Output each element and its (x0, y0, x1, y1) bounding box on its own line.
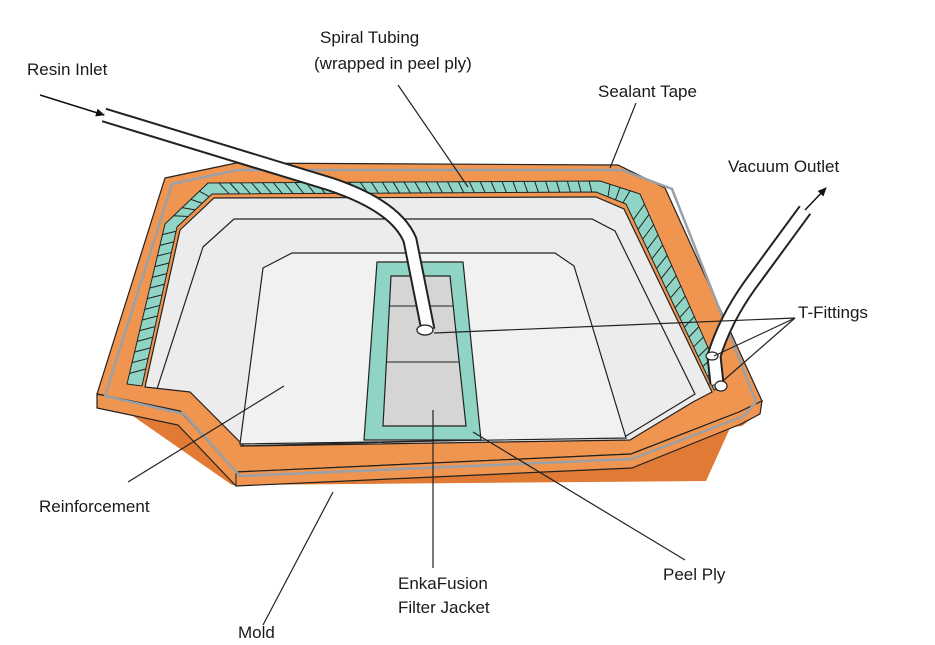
spiral-hatch-line (693, 336, 704, 348)
resin-tube-fill (102, 109, 434, 332)
spiral-hatch-line (381, 181, 390, 194)
spiral-hatch-line (251, 182, 262, 195)
spiral-hatch-line (425, 181, 433, 194)
spiral-hatch-line (154, 262, 170, 268)
spiral-hatch-line (615, 187, 621, 200)
vacuum-bag-edge (103, 168, 758, 478)
spiral-hatch-line (436, 181, 443, 194)
label-enkafusion-1: EnkaFusion (398, 574, 488, 593)
spiral-hatch-line (674, 295, 686, 309)
spiral-hatch-line (190, 198, 203, 204)
vacuum-outlet-tube (705, 205, 812, 392)
vacuum-t-fitting-2 (714, 380, 728, 392)
spiral-hatch-line (468, 181, 475, 193)
spiral-hatch-line (240, 182, 251, 195)
peel-ply-panel (382, 275, 467, 427)
spiral-hatch-line (665, 275, 677, 289)
spiral-hatch-line (262, 182, 273, 195)
reinforcement-outline-outer (156, 218, 696, 447)
spiral-hatch-line (129, 368, 146, 374)
spiral-hatch-line (182, 207, 196, 211)
spiral-hatch-line (622, 190, 631, 204)
spiral-hatch-line (147, 294, 163, 300)
spiral-hatch-line (523, 181, 529, 193)
label-t-fittings: T-Fittings (798, 303, 868, 322)
spiral-hatch-line (660, 265, 673, 279)
spiral-hatch-line (152, 273, 167, 278)
label-resin-inlet: Resin Inlet (27, 60, 108, 79)
spiral-hatch-line (229, 182, 241, 195)
vacuum-outlet-arrow (804, 187, 827, 211)
label-sealant-tape: Sealant Tape (598, 82, 697, 101)
enkafusion-filter-jacket (363, 261, 482, 441)
leader-peel-ply (472, 431, 686, 561)
leader-t-fittings-a (433, 317, 796, 334)
spiral-hatch-line (199, 190, 210, 198)
spiral-hatch-line (555, 181, 561, 193)
leader-mold (262, 491, 334, 626)
label-enkafusion-2: Filter Jacket (398, 598, 490, 617)
spiral-hatch-line (157, 251, 172, 257)
spiral-hatch-line (633, 203, 645, 220)
resin-inlet-arrow (39, 94, 105, 117)
spiral-hatch-line (651, 244, 664, 260)
spiral-hatch-line (134, 347, 151, 353)
spiral-hatch-line (131, 357, 149, 364)
spiral-hatch-line (479, 181, 486, 193)
resin-inlet-tube (101, 107, 436, 336)
spiral-hatch-line (139, 326, 156, 332)
spiral-hatch-line (534, 181, 539, 193)
spiral-hatch-line (283, 182, 294, 194)
spiral-hatch-line (566, 181, 571, 193)
spiral-hatch-line (162, 230, 177, 236)
label-reinforcement: Reinforcement (39, 497, 150, 516)
spiral-hatch-line (545, 181, 550, 193)
spiral-hatch-line (137, 336, 153, 342)
spiral-hatch-line (159, 241, 174, 246)
leader-t-fittings-c (723, 317, 796, 381)
leader-t-fittings-b (713, 317, 796, 357)
spiral-hatch-line (392, 181, 401, 194)
spiral-hatch-line (149, 283, 165, 289)
spiral-hatch-line (577, 180, 582, 193)
spiral-hatch-line (457, 181, 465, 193)
spiral-hatch-line (637, 214, 650, 230)
spiral-hatch-line (697, 346, 709, 358)
leader-spiral-tubing (397, 84, 469, 188)
spiral-hatch-line (688, 326, 700, 338)
spiral-hatch-line (656, 254, 668, 269)
spiral-hatch-line (173, 215, 189, 217)
spiral-hatch-line (142, 315, 158, 321)
spiral-hatch-line (447, 181, 454, 193)
spiral-hatch-line (679, 305, 691, 318)
leader-lines (127, 84, 796, 626)
leader-sealant-tape (609, 102, 637, 169)
spiral-hatch-line (646, 234, 659, 250)
spiral-hatch-line (607, 184, 611, 197)
label-vacuum-outlet: Vacuum Outlet (728, 157, 839, 176)
label-spiral-tubing-1: Spiral Tubing (320, 28, 419, 47)
label-spiral-tubing-2: (wrapped in peel ply) (314, 54, 472, 73)
label-peel-ply: Peel Ply (663, 565, 726, 584)
spiral-band (126, 180, 727, 391)
resin-t-fitting (416, 324, 434, 336)
spiral-hatch-line (370, 181, 379, 194)
spiral-hatch-line (501, 181, 507, 193)
spiral-hatch-line (490, 181, 497, 193)
spiral-hatch-line (642, 224, 654, 240)
spiral-hatch-line (218, 182, 230, 195)
label-mold: Mold (238, 623, 275, 642)
spiral-hatch-line (272, 182, 283, 194)
spiral-hatch-line (144, 304, 160, 310)
leader-reinforcement (127, 385, 285, 483)
spiral-hatch-line (294, 182, 305, 194)
spiral-hatch-line (670, 285, 682, 299)
vacuum-t-fitting-1 (705, 351, 719, 361)
spiral-hatch-line (588, 180, 593, 193)
spiral-hatch-line (403, 181, 411, 194)
spiral-hatch-line (512, 181, 518, 193)
spiral-hatch-line (414, 181, 422, 194)
